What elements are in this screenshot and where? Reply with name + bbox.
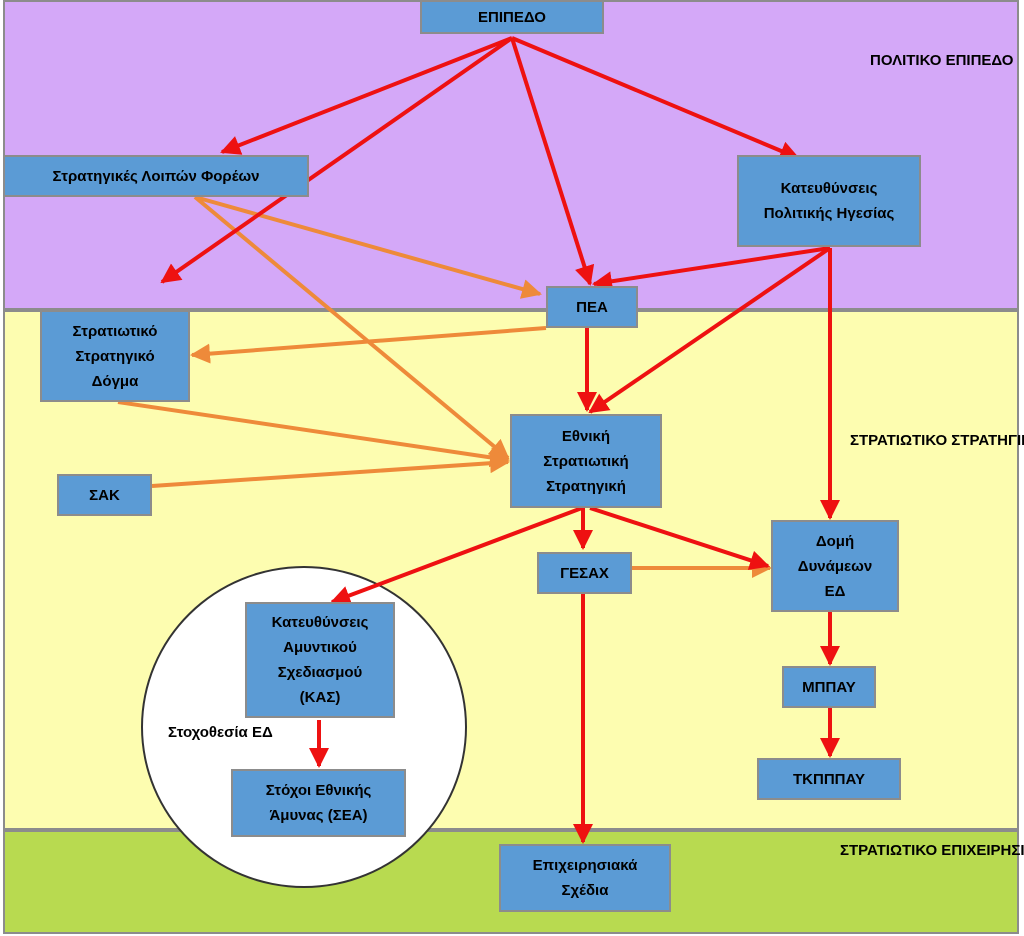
arrow-doctrine-to-nms bbox=[117, 400, 510, 468]
node-force-structure: Δομή Δυνάμεων ΕΔ bbox=[771, 520, 899, 612]
political-level-label: ΠΟΛΙΤΙΚΟ ΕΠΙΠΕΔΟ bbox=[870, 52, 1014, 69]
node-defence-planning-directives: Κατευθύνσεις Αμυντικού Σχεδιασμού (ΚΑΣ) bbox=[245, 602, 395, 718]
arrow-pea-to-doctrine bbox=[190, 326, 547, 364]
arrow-nms-to-force-structure bbox=[589, 506, 770, 570]
arrow-directives-to-nms bbox=[588, 246, 832, 414]
arrow-epipedo-to-doctrine bbox=[160, 36, 514, 284]
arrow-epipedo-to-political-directives bbox=[511, 36, 800, 161]
operational-level-label: ΣΤΡΑΤΙΩΤΙΚΟ ΕΠΙΧΕΙΡΗΣΙΑΚΟ ΕΠΙΠΕΔΟ bbox=[840, 842, 1024, 859]
node-other-strategies: Στρατηγικές Λοιπών Φορέων bbox=[3, 155, 309, 197]
arrow-directives-to-pea bbox=[592, 246, 831, 292]
node-national-defence-goals: Στόχοι Εθνικής Άμυνας (ΣΕΑ) bbox=[231, 769, 406, 837]
arrow-epipedo-to-other-strategies bbox=[220, 36, 513, 155]
node-tkpppay: ΤΚΠΠΠΑΥ bbox=[757, 758, 901, 800]
arrow-epipedo-to-pea bbox=[510, 37, 595, 286]
targeting-circle-label: Στοχοθεσία ΕΔ bbox=[168, 724, 273, 741]
node-sak: ΣΑΚ bbox=[57, 474, 152, 516]
arrow-nms-to-defence-planning bbox=[330, 506, 583, 606]
node-military-doctrine: Στρατιωτικό Στρατηγικό Δόγμα bbox=[40, 310, 190, 402]
arrow-other-strategies-to-nms bbox=[193, 195, 510, 460]
node-political-directives: Κατευθύνσεις Πολιτικής Ηγεσίας bbox=[737, 155, 921, 247]
strategic-level-label: ΣΤΡΑΤΙΩΤΙΚΟ ΣΤΡΑΤΗΓΙΚΟ ΕΠΙΠΕΔΟ bbox=[850, 432, 1024, 449]
node-epipedo: ΕΠΙΠΕΔΟ bbox=[420, 0, 604, 34]
arrow-other-strategies-to-pea bbox=[194, 195, 542, 299]
node-mppay: ΜΠΠΑΥ bbox=[782, 666, 876, 708]
arrow-sak-to-nms bbox=[151, 453, 510, 488]
node-gesax: ΓΕΣΑΧ bbox=[537, 552, 632, 594]
node-pea: ΠΕΑ bbox=[546, 286, 638, 328]
node-operational-plans: Επιχειρησιακά Σχέδια bbox=[499, 844, 671, 912]
node-national-military-strategy: Εθνική Στρατιωτική Στρατηγική bbox=[510, 414, 662, 508]
